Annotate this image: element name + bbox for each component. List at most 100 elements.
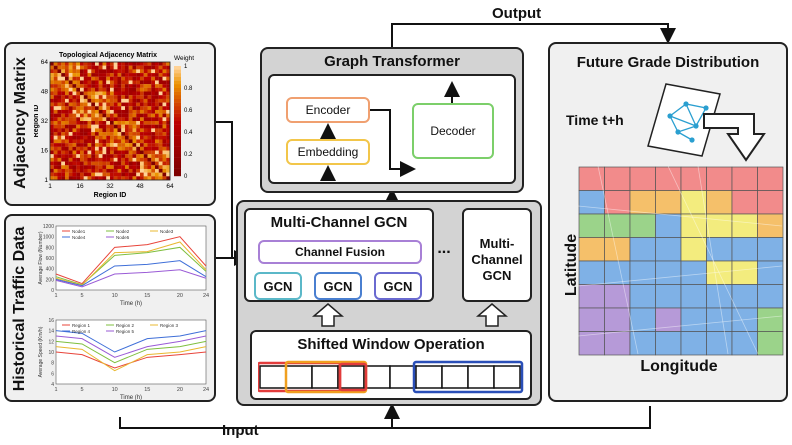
colorbar-step <box>174 161 181 166</box>
heatmap-cell <box>65 98 69 103</box>
heatmap-cell <box>91 87 96 92</box>
heatmap-cell <box>76 168 81 173</box>
heatmap-cell <box>102 87 107 92</box>
heatmap-cell <box>57 113 62 118</box>
heatmap-cell <box>91 84 96 88</box>
heatmap-cell <box>102 80 107 85</box>
heatmap-cell <box>125 98 129 103</box>
heatmap-cell <box>136 168 141 173</box>
heatmap-cell <box>98 62 103 66</box>
heatmap-cell <box>140 124 144 129</box>
heatmap-cell <box>158 165 163 170</box>
grade-grid <box>578 166 784 356</box>
heatmap-cell <box>158 139 163 144</box>
heatmap-cell <box>57 65 62 70</box>
heatmap-cell <box>132 91 137 96</box>
heatmap-cell <box>102 139 107 144</box>
heatmap-cell <box>125 76 129 81</box>
heatmap-cell <box>155 91 159 96</box>
heatmap-cell <box>91 98 96 103</box>
heatmap-cell <box>102 154 107 158</box>
heatmap-cell <box>151 62 156 66</box>
heatmap-cell <box>117 128 122 133</box>
heatmap-cell <box>72 161 77 166</box>
heatmap-cell <box>102 76 107 81</box>
heatmap-cell <box>106 65 111 70</box>
heatmap-cell <box>50 102 54 107</box>
grade-cell <box>655 260 682 285</box>
heatmap-cell <box>125 172 129 177</box>
map-road <box>578 205 783 227</box>
chart-ytick: 0 <box>51 288 54 294</box>
heatmap-cell <box>113 176 118 181</box>
heatmap-cell <box>140 62 144 66</box>
heatmap-cell <box>76 176 81 181</box>
heatmap-cell <box>113 65 118 70</box>
heatmap-cell <box>87 132 92 136</box>
heatmap-cell <box>76 106 81 111</box>
heatmap-cell <box>113 91 118 96</box>
heatmap-cell <box>117 106 122 111</box>
heatmap-cell <box>132 98 137 103</box>
heatmap-cell <box>147 69 152 74</box>
heatmap-cell <box>121 161 126 166</box>
heatmap-cell <box>132 117 137 122</box>
heatmap-cell <box>128 139 133 144</box>
grade-cell <box>757 307 784 332</box>
heatmap-cell <box>117 124 122 129</box>
heatmap-cell <box>143 176 148 181</box>
colorbar-step <box>174 80 181 85</box>
heatmap-cell <box>57 121 62 125</box>
heatmap-cell <box>132 121 137 125</box>
heatmap-cell <box>125 139 129 144</box>
heatmap-cell <box>91 172 96 177</box>
heatmap-cell <box>136 165 141 170</box>
heatmap-cell <box>121 132 126 136</box>
heatmap-cell <box>98 106 103 111</box>
heatmap-cell <box>50 109 54 114</box>
heatmap-cell <box>117 109 122 114</box>
heatmap-cell <box>143 139 148 144</box>
heatmap-cell <box>102 106 107 111</box>
heatmap-cell <box>128 73 133 77</box>
colorbar-step <box>174 73 181 78</box>
heatmap-cell <box>72 135 77 140</box>
series-line <box>55 246 207 286</box>
heatmap-cell <box>87 65 92 70</box>
heatmap-cell <box>155 135 159 140</box>
heatmap-cell <box>110 65 114 70</box>
heatmap-cell <box>155 128 159 133</box>
heatmap-cell <box>83 76 88 81</box>
heatmap-cell <box>106 121 111 125</box>
heatmap-cell <box>110 132 114 136</box>
heatmap-cell <box>50 95 54 99</box>
heatmap-cell <box>136 154 141 158</box>
heatmap-cell <box>57 117 62 122</box>
heatmap-cell <box>68 157 73 162</box>
heatmap-cell <box>166 168 171 173</box>
heatmap-cell <box>143 87 148 92</box>
heatmap-cell <box>128 121 133 125</box>
heatmap-cell <box>151 117 156 122</box>
heatmap-cell <box>95 62 99 66</box>
heatmap-cell <box>98 102 103 107</box>
heatmap-cell <box>155 65 159 70</box>
heatmap-cell <box>53 172 58 177</box>
heatmap-cell <box>50 73 54 77</box>
heatmap-cell <box>65 65 69 70</box>
heatmap-cell <box>158 73 163 77</box>
heatmap-cell <box>136 146 141 151</box>
heatmap-cell <box>117 117 122 122</box>
heatmap-cell <box>128 165 133 170</box>
heatmap-cell <box>158 143 163 147</box>
heatmap-cell <box>147 146 152 151</box>
heatmap-cell <box>151 165 156 170</box>
heatmap-cell <box>72 65 77 70</box>
heatmap-cell <box>91 168 96 173</box>
colorbar-tick: 0.6 <box>184 108 193 114</box>
heatmap-cell <box>143 73 148 77</box>
chart-ytick: 6 <box>51 371 54 377</box>
heatmap-cell <box>143 157 148 162</box>
heatmap-cell <box>80 132 84 136</box>
heatmap-cell <box>136 176 141 181</box>
